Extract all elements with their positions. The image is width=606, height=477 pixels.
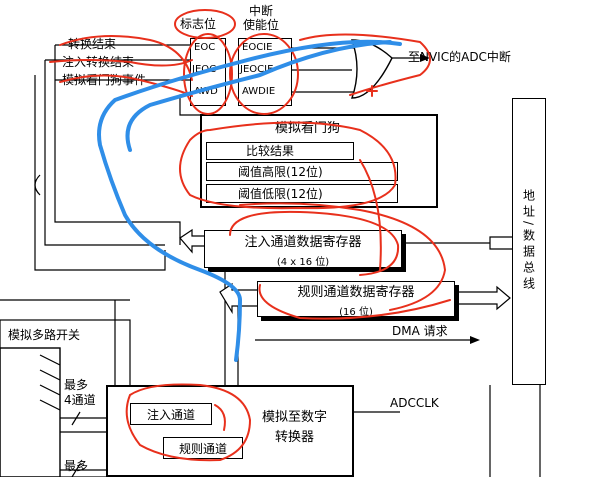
flag-bits-label: 标志位 (180, 17, 217, 31)
injected-data-register: 注入通道数据寄存器 (4 x 16 位) (204, 230, 402, 268)
conversion-end-label: 转换结束 (68, 37, 117, 51)
high-threshold-label: 阈值高限(12位) (238, 165, 323, 179)
regular-register-title: 规则通道数据寄存器 (297, 284, 415, 300)
flag-awd: AWD (194, 86, 218, 97)
inject-channel-mark (214, 404, 226, 431)
or-gate-circle (299, 33, 431, 96)
compare-to-regular-arrow (359, 159, 382, 271)
regular-register-size: (16 位) (339, 306, 373, 318)
register-loop (239, 202, 447, 311)
regular-channel-label: 规则通道 (178, 441, 227, 456)
injected-circle (229, 210, 400, 276)
enable-jeocie: JEOCIE (240, 64, 274, 75)
injected-conversion-end-label: 注入转换结束 (62, 55, 135, 69)
conversion-end-stroke (59, 35, 193, 81)
injected-register-size: (4 x 16 位) (276, 256, 330, 268)
adc-converter-box (106, 385, 354, 477)
compare-result-box (206, 142, 354, 160)
address-data-bus-label: 地址/数据总线 (521, 189, 536, 294)
enable-bits-circle (229, 33, 299, 115)
up-to-4-channels-label: 最多 4通道 (64, 378, 96, 407)
dma-request-label: DMA 请求 (392, 324, 448, 338)
adcclk-label: ADCCLK (390, 396, 439, 410)
injected-end-stroke (49, 59, 193, 67)
flag-eoc: EOC (194, 42, 216, 53)
enable-awdie: AWDIE (242, 86, 276, 97)
injected-channel-label: 注入通道 (146, 407, 195, 422)
analog-mux-label: 模拟多路开关 (8, 328, 81, 342)
analog-watchdog-title: 模拟看门狗 (275, 121, 341, 136)
injected-register-title: 注入通道数据寄存器 (244, 234, 362, 250)
compare-result-label: 比较结果 (246, 144, 295, 158)
blue-trace-path (97, 39, 402, 362)
low-threshold-box (206, 184, 398, 203)
regular-channel-box: 规则通道 (163, 437, 243, 459)
low-threshold-label: 阈值低限(12位) (238, 187, 323, 201)
flag-jeoc: JEOC (192, 64, 217, 75)
regular-to-bus-arrow (454, 285, 511, 311)
watchdog-event-stroke (59, 74, 193, 97)
injected-channel-box: 注入通道 (130, 403, 212, 425)
blue-trace-path-2 (125, 40, 392, 152)
adc-channels-circle (125, 383, 252, 462)
watchdog-circle (179, 121, 397, 210)
enable-eocie: EOCIE (242, 42, 273, 53)
to-nvic-label: 至NVIC的ADC中断 (408, 50, 511, 64)
regular-underline (258, 284, 451, 320)
flag-bits-circle (174, 9, 236, 39)
flag-boxes-circle (183, 33, 233, 115)
adc-title: 模拟至数字 转换器 (262, 410, 328, 446)
address-data-bus: 地址/数据总线 (512, 98, 546, 385)
high-threshold-box (206, 162, 398, 181)
up-to-label: 最多 (64, 459, 89, 473)
interrupt-enable-label: 中断 使能位 (243, 4, 280, 33)
